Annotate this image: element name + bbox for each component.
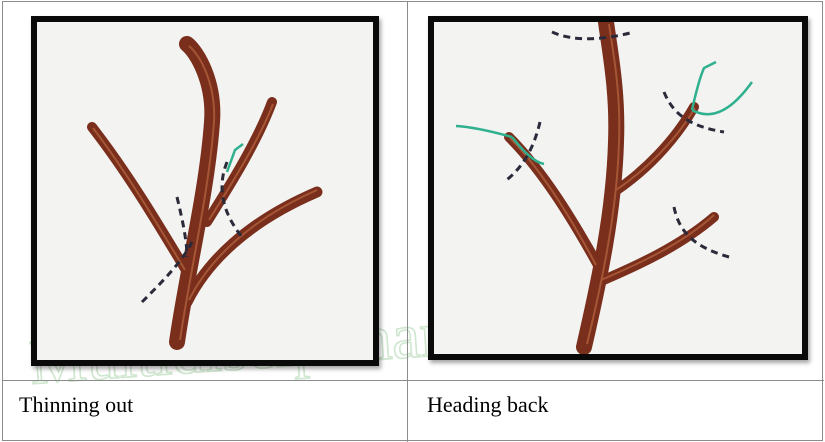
- thinning-out-illustration: [31, 16, 379, 366]
- caption-heading-back: Heading back: [427, 392, 549, 418]
- heading-back-illustration: [428, 16, 808, 360]
- tree-branches: [509, 22, 714, 347]
- new-growth: [456, 62, 752, 164]
- row-divider: [3, 380, 824, 381]
- caption-thinning-out: Thinning out: [19, 392, 133, 418]
- column-divider: [407, 2, 408, 442]
